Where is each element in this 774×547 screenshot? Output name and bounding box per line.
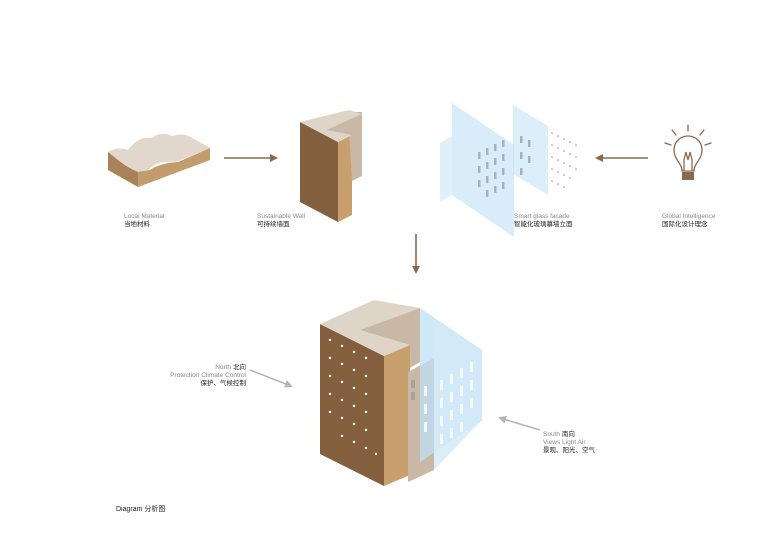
- south-cn: 南向: [561, 431, 575, 438]
- label-smart-glass: Smart glass facade 智能化玻璃幕墙立面: [514, 213, 573, 229]
- glass-facade: [440, 103, 577, 237]
- global-intelligence-en: Global Intelligence: [662, 213, 716, 220]
- building-cube: [320, 300, 482, 486]
- sustainable-wall-cn: 可持续墙面: [257, 221, 290, 228]
- sustainable-wall: [300, 110, 362, 222]
- south-line3: 景观、阳光、空气: [543, 447, 595, 454]
- local-material-cn: 当地材料: [124, 221, 150, 228]
- label-local-material: Local Material 当地材料: [124, 213, 164, 229]
- lightbulb-icon: [664, 124, 712, 180]
- north-line2: Protection Climate Control: [170, 372, 246, 379]
- north-cn: 北向: [233, 364, 246, 371]
- smart-glass-en: Smart glass facade: [514, 213, 570, 220]
- label-global-intelligence: Global Intelligence 国际化设计理念: [662, 213, 715, 229]
- label-south: South 南向 Views Light Air 景观、阳光、空气: [543, 431, 595, 455]
- diagram-title: Diagram 分析图: [116, 504, 165, 514]
- north-line3: 保护、气候控制: [200, 380, 247, 387]
- diagram-title-en: Diagram: [116, 506, 143, 513]
- south-arrow-icon: [498, 415, 541, 431]
- diagram-title-cn: 分析图: [144, 506, 166, 513]
- global-intelligence-cn: 国际化设计理念: [662, 221, 708, 228]
- smart-glass-cn: 智能化玻璃幕墙立面: [514, 221, 573, 228]
- south-line2: Views Light Air: [543, 439, 586, 446]
- label-north: North 北向 Protection Climate Control 保护、气…: [150, 364, 246, 388]
- south-en: South: [543, 431, 560, 438]
- label-sustainable-wall: Sustainable Wall 可持续墙面: [257, 213, 305, 229]
- sustainable-wall-en: Sustainable Wall: [257, 213, 306, 220]
- north-en: North: [215, 364, 232, 371]
- local-material-en: Local Material: [124, 213, 165, 220]
- terrain-block: [108, 133, 210, 187]
- north-arrow-icon: [249, 369, 293, 388]
